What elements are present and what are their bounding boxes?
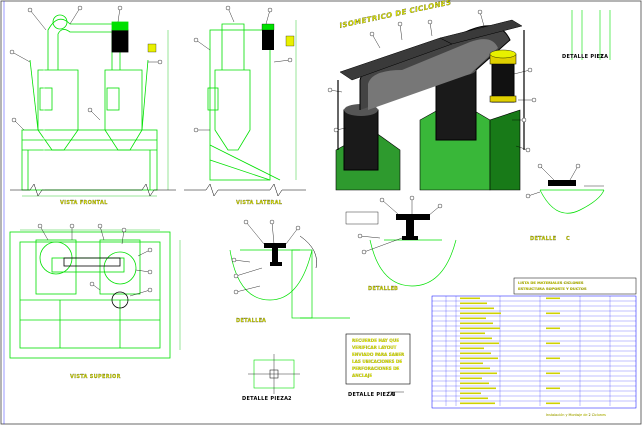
table-cell-text-mark — [460, 397, 488, 400]
table-cell-text-mark — [460, 307, 494, 310]
part-detail-2-num: 2 — [288, 396, 292, 402]
detail-b-drawing — [369, 239, 457, 287]
table-cell-text-mark — [460, 347, 484, 350]
detail-a-drawing — [229, 249, 350, 319]
note-line-6: ANCLAJE — [352, 373, 372, 378]
table-cell-text-mark — [460, 402, 495, 405]
detail-c-letter: C — [566, 236, 570, 242]
table-cell-text-mark — [546, 327, 560, 330]
table-cell-text-mark — [546, 372, 560, 375]
part-detail-1-label: DETALLE PIEZA — [562, 54, 608, 60]
table-cell-text-mark — [460, 312, 501, 315]
callout-bubbles — [231, 219, 301, 295]
table-cell-text-mark — [546, 387, 560, 390]
table-cell-text-mark — [546, 402, 560, 405]
break-line — [184, 183, 306, 197]
detail-b-letter: B — [394, 286, 398, 292]
callout-bubbles — [525, 163, 581, 199]
table-header-line-2: ESTRUCTURA SOPORTE Y DUCTOS — [518, 287, 587, 291]
table-cell-text-mark — [460, 372, 497, 375]
table-cell-text-mark — [460, 382, 489, 385]
table-cell-text-mark — [460, 357, 498, 360]
table-cell-text-mark — [460, 332, 485, 335]
table-cell-text-mark — [546, 297, 560, 300]
detail-c-title: DETALLE — [530, 236, 557, 242]
table-cell-text-mark — [460, 317, 486, 320]
callout-bubbles — [193, 5, 293, 133]
anchor-note-box: RECUERDE HAY QUE VERIFICAR LAYOUT ENVIAD… — [345, 333, 411, 385]
table-cell-text-mark — [460, 337, 492, 340]
table-cell-text-mark — [460, 342, 499, 345]
part-detail-1-num: 1 — [600, 54, 604, 60]
callout-bubbles — [357, 195, 443, 255]
part-detail-2-label: DETALLE PIEZA — [242, 396, 288, 402]
side-view-title: VISTA LATERAL — [236, 200, 283, 206]
part-detail-3-label: DETALLE PIEZA — [348, 392, 394, 398]
part-detail-2-drawing — [248, 354, 300, 394]
svg-text:LISTA DE MATERIALES CICLONES: LISTA DE MATERIALES CICLONES ESTRUCTURA … — [518, 281, 587, 291]
table-cell-text-mark — [546, 312, 560, 315]
table-cell-text-mark — [460, 322, 493, 325]
table-grid — [432, 296, 636, 406]
detail-a-letter: A — [262, 318, 266, 324]
note-line-2: VERIFICAR LAYOUT — [352, 345, 397, 350]
note-line-1: RECUERDE HAY QUE — [352, 338, 399, 343]
front-view-drawing — [21, 14, 158, 191]
front-view-title: VISTA FRONTAL — [60, 200, 108, 206]
table-cell-text-mark — [460, 392, 481, 395]
top-view-drawing — [9, 231, 171, 359]
table-footer: Instalación y Montaje de 2 Ciclones — [546, 413, 606, 417]
table-cell-text-mark — [460, 362, 483, 365]
table-cell-text-mark — [460, 352, 491, 355]
material-table: LISTA DE MATERIALES CICLONES ESTRUCTURA … — [431, 277, 637, 409]
callout-bubbles — [37, 223, 153, 297]
note-line-5: PERFORACIONES DE — [352, 366, 400, 371]
break-line — [10, 183, 176, 197]
note-line-3: ENVIADO PARA SABER — [352, 352, 405, 357]
note-line-4: LAS UBICACIONES DE — [352, 359, 402, 364]
table-cell-text-mark — [460, 297, 480, 300]
table-cell-text-mark — [460, 367, 490, 370]
table-cell-text-mark — [460, 302, 487, 305]
side-view-drawing — [207, 23, 281, 181]
callout-bubbles — [327, 9, 537, 153]
svg-text:RECUERDE HAY QUE VERIFIC: RECUERDE HAY QUE VERIFICAR LAYOUT ENVIAD… — [352, 338, 406, 378]
part-detail-1-drawing — [571, 10, 611, 60]
table-header-line-1: LISTA DE MATERIALES CICLONES — [518, 281, 584, 285]
detail-c-drawing — [539, 189, 605, 214]
isometric-render — [316, 6, 544, 191]
table-cell-text-mark — [460, 327, 500, 330]
table-cell-text-mark — [460, 377, 482, 380]
table-cell-text-mark — [460, 387, 496, 390]
part-detail-3-num: 3 — [392, 392, 396, 398]
table-cell-text-mark — [546, 357, 560, 360]
callout-bubbles — [9, 5, 163, 131]
top-view-title: VISTA SUPERIOR — [70, 374, 121, 380]
table-cell-text-mark — [546, 342, 560, 345]
detail-b-title: DETALLE — [368, 286, 395, 292]
detail-a-title: DETALLE — [236, 318, 263, 324]
